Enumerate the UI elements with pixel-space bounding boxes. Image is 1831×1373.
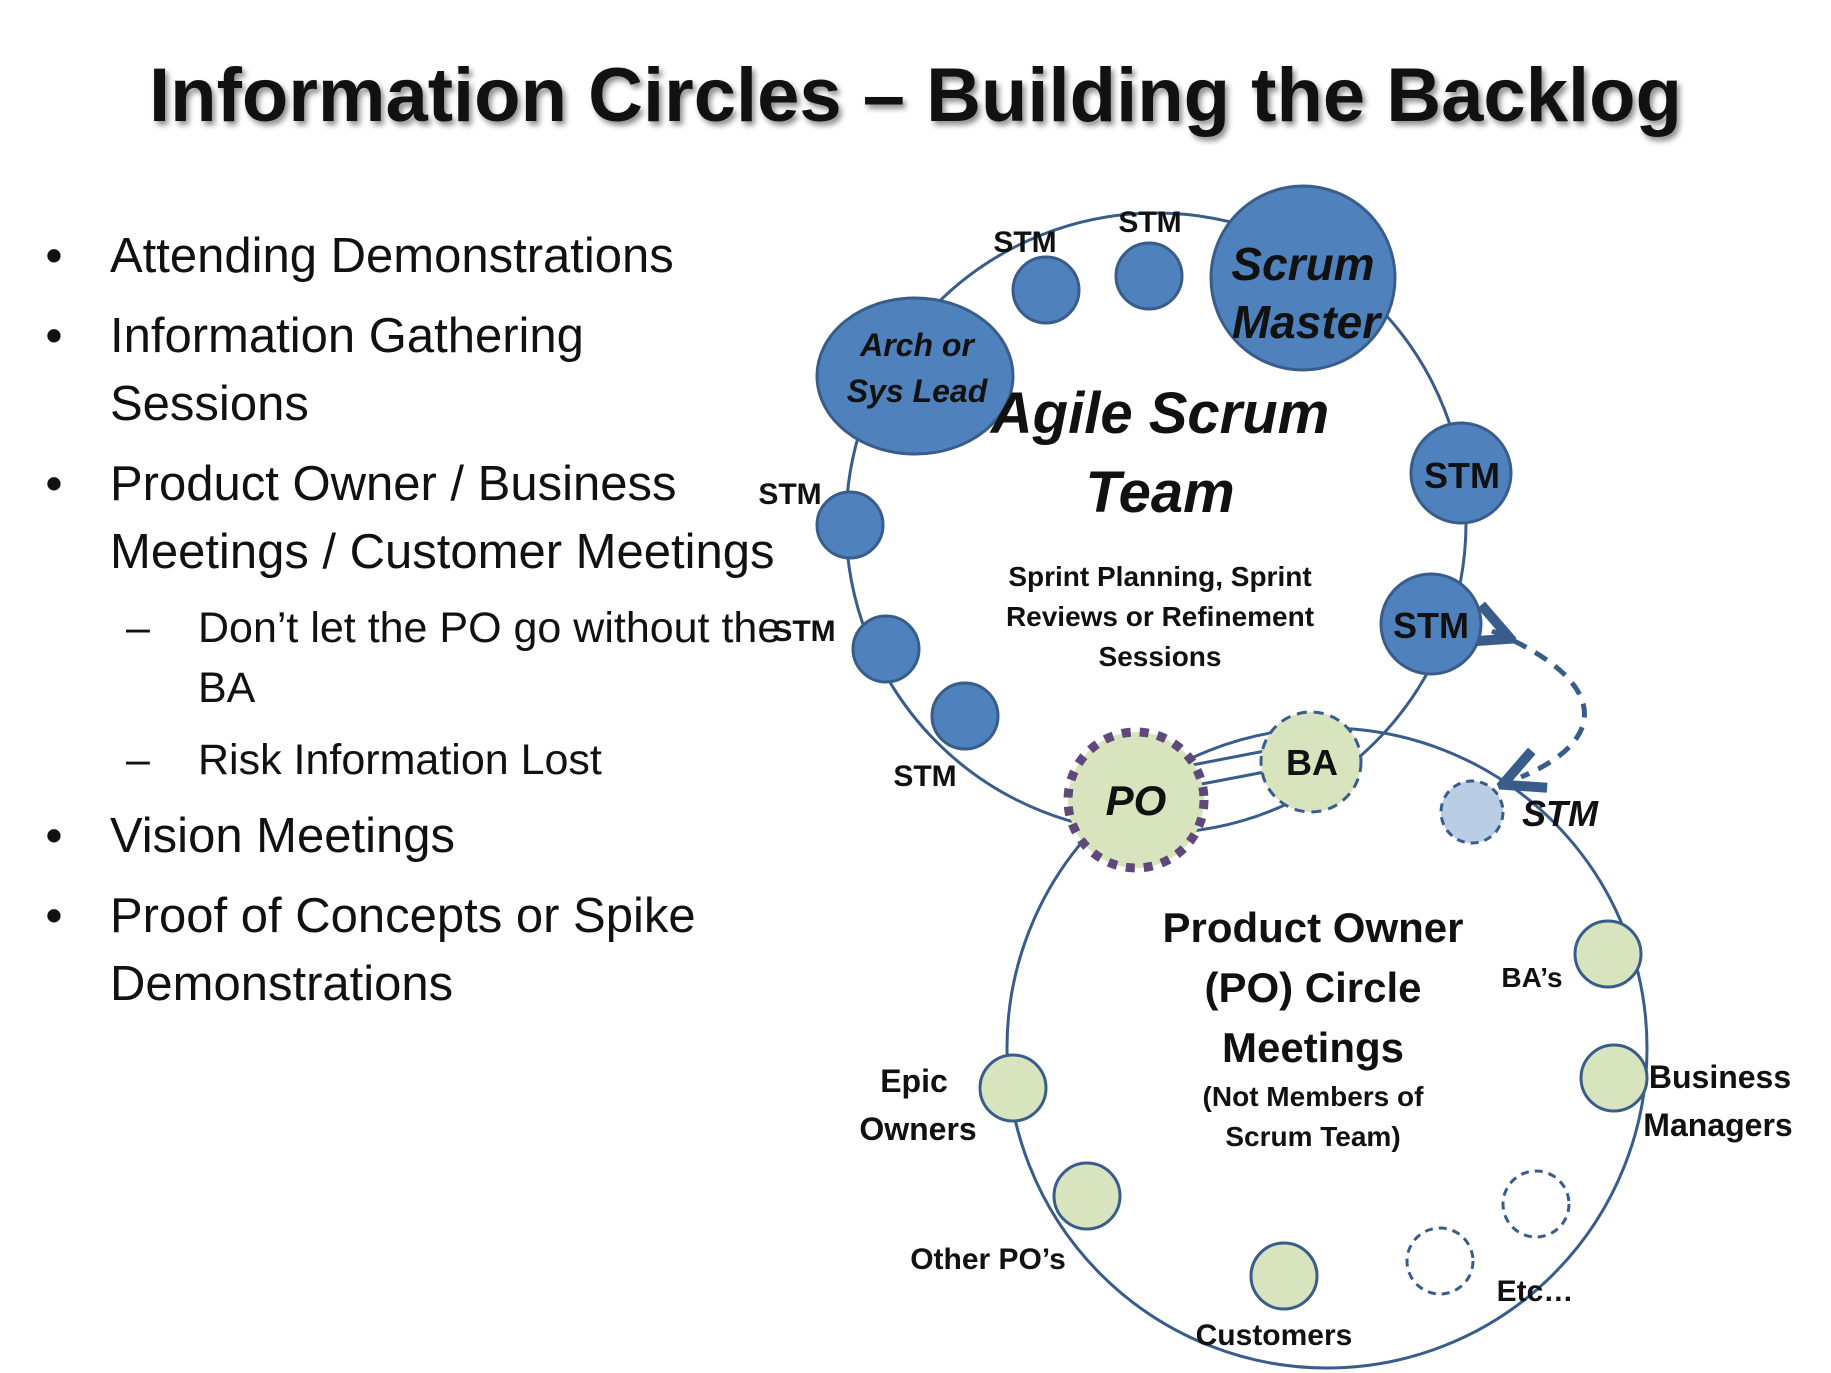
customers-label: Customers bbox=[1196, 1319, 1353, 1352]
stm-node bbox=[1011, 255, 1081, 325]
sub-bullet-text: Don’t let the PO go without the BA bbox=[198, 604, 782, 712]
scrum-team-description: Sessions bbox=[1099, 641, 1222, 672]
bas-label: BA’s bbox=[1501, 962, 1562, 993]
etc-node bbox=[1405, 1226, 1475, 1296]
po-circle-note: (Not Members of bbox=[1203, 1081, 1425, 1112]
bullet-item: • Proof of Concepts or Spike Demonstrati… bbox=[34, 882, 794, 1018]
stm-label: STM bbox=[1118, 206, 1181, 239]
stm-label: STM bbox=[1393, 605, 1469, 646]
stm-label: STM bbox=[893, 760, 956, 793]
bullet-item: • Information Gathering Sessions bbox=[34, 302, 794, 438]
scrum-team-description: Sprint Planning, Sprint bbox=[1008, 561, 1311, 592]
stm-node bbox=[851, 614, 921, 684]
stm-node bbox=[1114, 241, 1184, 311]
bullet-marker: • bbox=[45, 809, 63, 863]
stm-node bbox=[1379, 572, 1483, 676]
stm-moves-arrow bbox=[1492, 631, 1587, 777]
arch-sys-lead-label: Arch or bbox=[859, 327, 975, 363]
po-label: PO bbox=[1106, 777, 1167, 824]
bullet-list: • Attending Demonstrations • Information… bbox=[34, 222, 794, 1030]
arch-sys-lead-label: Sys Lead bbox=[847, 373, 989, 409]
etc-label: Etc… bbox=[1497, 1275, 1574, 1308]
epic-owners-label: Owners bbox=[859, 1111, 976, 1147]
scrum-master-label: Scrum bbox=[1231, 238, 1374, 290]
po-node bbox=[1063, 727, 1209, 873]
stm-node bbox=[815, 490, 885, 560]
scrum-team-title: Team bbox=[1085, 460, 1234, 525]
sub-bullet-marker: – bbox=[126, 604, 150, 652]
bullet-marker: • bbox=[45, 457, 63, 511]
customers-node bbox=[1249, 1241, 1319, 1311]
po-circle-note: Scrum Team) bbox=[1225, 1121, 1400, 1152]
bullet-item: • Attending Demonstrations bbox=[34, 222, 794, 290]
po-ba-link bbox=[1181, 748, 1271, 769]
business-managers-label: Managers bbox=[1643, 1107, 1792, 1143]
scrum-team-title: Agile Scrum bbox=[989, 381, 1329, 446]
ba-label: BA bbox=[1286, 742, 1338, 783]
stm-label: STM bbox=[993, 226, 1056, 259]
bullet-text: Information Gathering Sessions bbox=[110, 309, 584, 431]
stm-label: STM bbox=[772, 615, 835, 648]
po-circle-title: (PO) Circle bbox=[1204, 964, 1421, 1011]
bullet-text: Proof of Concepts or Spike Demonstration… bbox=[110, 889, 696, 1011]
po-circle-title: Product Owner bbox=[1162, 904, 1463, 951]
business-managers-node bbox=[1579, 1043, 1649, 1113]
bullet-marker: • bbox=[45, 229, 63, 283]
sub-bullet-marker: – bbox=[126, 736, 150, 784]
ba-node bbox=[1259, 710, 1363, 814]
sub-bullet-item: – Don’t let the PO go without the BA bbox=[34, 598, 794, 718]
sub-bullet-item: – Risk Information Lost bbox=[34, 730, 794, 790]
epic-owners-node bbox=[978, 1053, 1048, 1123]
bullet-text: Product Owner / Business Meetings / Cust… bbox=[110, 457, 775, 579]
etc-node bbox=[1501, 1169, 1571, 1239]
scrum-team-description: Reviews or Refinement bbox=[1006, 601, 1314, 632]
bullet-text: Attending Demonstrations bbox=[110, 229, 674, 283]
po-circle-title: Meetings bbox=[1222, 1024, 1404, 1071]
bullet-item: • Product Owner / Business Meetings / Cu… bbox=[34, 450, 794, 586]
business-managers-label: Business bbox=[1649, 1059, 1791, 1095]
arch-sys-lead-node bbox=[815, 296, 1015, 456]
epic-owners-label: Epic bbox=[880, 1063, 948, 1099]
bullet-item: • Vision Meetings bbox=[34, 802, 794, 870]
bullet-marker: • bbox=[45, 309, 63, 363]
scrum-master-label: Master bbox=[1232, 296, 1382, 348]
light-stm-node bbox=[1439, 779, 1505, 845]
bullet-text: Vision Meetings bbox=[110, 809, 456, 863]
sub-bullet-text: Risk Information Lost bbox=[198, 736, 602, 784]
other-pos-label: Other PO’s bbox=[910, 1243, 1066, 1276]
slide-title: Information Circles – Building the Backl… bbox=[149, 53, 1682, 138]
stm-node bbox=[930, 681, 1000, 751]
scrum-master-node bbox=[1209, 184, 1397, 372]
stm-node bbox=[1409, 421, 1513, 525]
bas-node bbox=[1573, 919, 1643, 989]
bullet-marker: • bbox=[45, 889, 63, 943]
stm-label: STM bbox=[1424, 455, 1500, 496]
stm-label: STM bbox=[1522, 793, 1599, 834]
other-pos-node bbox=[1052, 1161, 1122, 1231]
stm-label: STM bbox=[758, 478, 821, 511]
